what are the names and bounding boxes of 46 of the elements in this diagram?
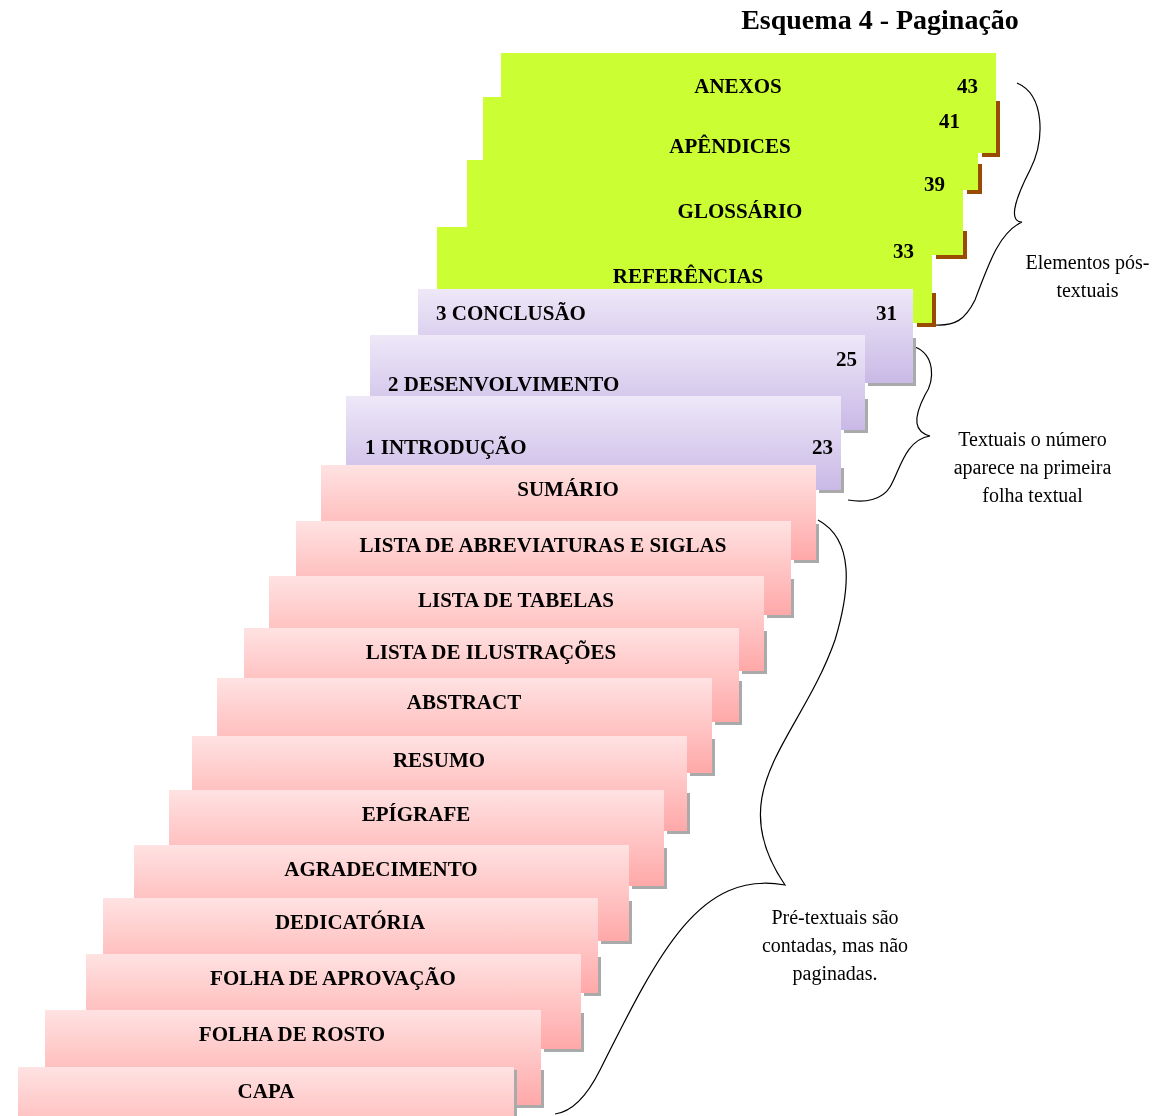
page-sheet — [418, 289, 913, 335]
page-sheet — [169, 790, 664, 845]
section-title: RESUMO — [391, 750, 487, 770]
page-number: 43 — [957, 76, 978, 96]
page-sheet — [217, 678, 712, 736]
section-title: 1 INTRODUÇÃO — [365, 437, 527, 457]
page-number: 39 — [924, 174, 945, 194]
section-title: ANEXOS — [693, 76, 783, 96]
section-title: 2 DESENVOLVIMENTO — [388, 374, 620, 394]
section-title: APÊNDICES — [668, 136, 792, 156]
page-number: 33 — [893, 241, 914, 261]
page-sheet — [296, 521, 791, 576]
page-sheet — [321, 465, 816, 521]
page-number: 31 — [876, 303, 897, 323]
page-number: 23 — [812, 437, 833, 457]
section-title: EPÍGRAFE — [360, 804, 472, 824]
page-sheet — [86, 954, 581, 1010]
annotation-text: Elementos pós-textuais — [1025, 250, 1150, 303]
section-title: LISTA DE TABELAS — [416, 590, 616, 610]
annotation-text: Pré-textuais são contadas, mas não paginadas. — [760, 905, 910, 987]
page-sheet — [45, 1010, 541, 1067]
section-title: REFERÊNCIAS — [611, 266, 765, 286]
annotation-text: Textuais o número aparece na primeira folha textual — [952, 427, 1113, 508]
section-title: 3 CONCLUSÃO — [436, 303, 586, 323]
section-title: AGRADECIMENTO — [283, 859, 479, 879]
section-title: CAPA — [236, 1081, 296, 1101]
section-title: ABSTRACT — [405, 692, 523, 712]
page-sheet — [437, 227, 932, 289]
page-sheet — [501, 53, 996, 97]
diagram-title: Esquema 4 - Paginação — [740, 4, 1020, 36]
page-sheet — [192, 736, 687, 790]
page-sheet — [269, 576, 764, 628]
section-title: SUMÁRIO — [516, 479, 620, 499]
page-sheet — [244, 628, 739, 678]
section-title: FOLHA DE APROVAÇÃO — [209, 968, 457, 988]
page-sheet — [370, 335, 865, 396]
section-title: LISTA DE ILUSTRAÇÕES — [364, 642, 618, 662]
section-title: GLOSSÁRIO — [676, 201, 804, 221]
page-sheet — [346, 396, 841, 465]
section-title: DEDICATÓRIA — [273, 912, 427, 932]
section-title: FOLHA DE ROSTO — [197, 1024, 387, 1044]
page-number: 25 — [836, 349, 857, 369]
page-number: 41 — [939, 111, 960, 131]
page-sheet — [134, 845, 629, 898]
page-sheet — [103, 898, 598, 954]
section-title: LISTA DE ABREVIATURAS E SIGLAS — [358, 535, 728, 555]
